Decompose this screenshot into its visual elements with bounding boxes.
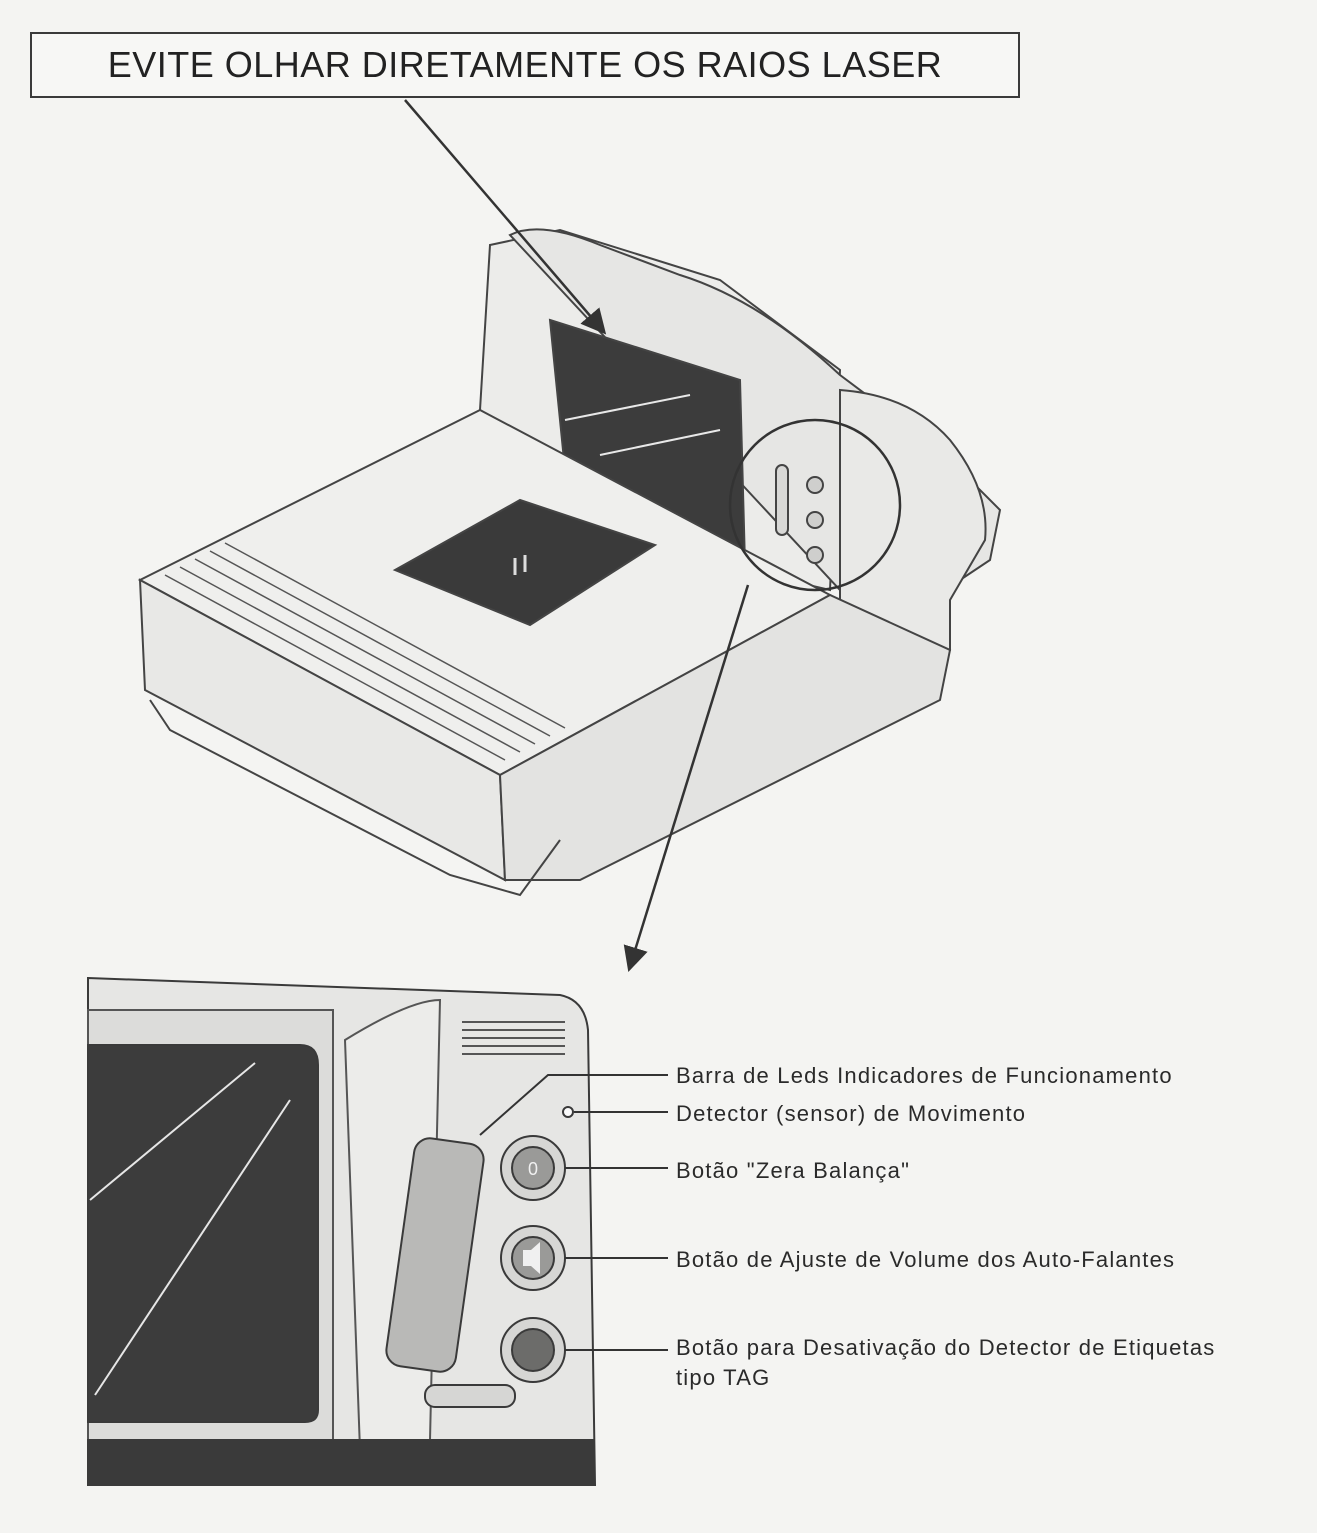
scanner-illustration [137, 228, 1002, 897]
detail-circle [728, 418, 902, 592]
motion-detector-label: Detector (sensor) de Movimento [676, 1101, 1027, 1126]
led-bar-label: Barra de Leds Indicadores de Funcionamen… [676, 1063, 1173, 1088]
svg-text:0: 0 [528, 1159, 538, 1179]
led-bar-leader [479, 1074, 668, 1136]
right-housing [839, 388, 987, 662]
callout-leaders [479, 1074, 668, 1351]
led-bar [385, 1137, 485, 1373]
speaker-grille [462, 1021, 565, 1055]
motion-sensor [562, 1106, 574, 1118]
control-panel-detail: 0 [87, 976, 597, 1486]
volume-button-label: Botão de Ajuste de Volume dos Auto-Falan… [676, 1247, 1176, 1272]
warning-arrow [404, 99, 607, 335]
laser-warning-text: EVITE OLHAR DIRETAMENTE OS RAIOS LASER [107, 44, 943, 85]
base-side [498, 593, 952, 881]
zero-button-label: Botão "Zera Balança" [676, 1158, 911, 1183]
zoom-arrow [623, 584, 750, 972]
panel-scan-window [87, 1044, 319, 1423]
tag-button-label-line1: Botão para Desativação do Detector de Et… [676, 1335, 1216, 1360]
tag-button-label-line2: tipo TAG [676, 1365, 771, 1390]
laser-warning-box: EVITE OLHAR DIRETAMENTE OS RAIOS LASER [30, 32, 1020, 98]
